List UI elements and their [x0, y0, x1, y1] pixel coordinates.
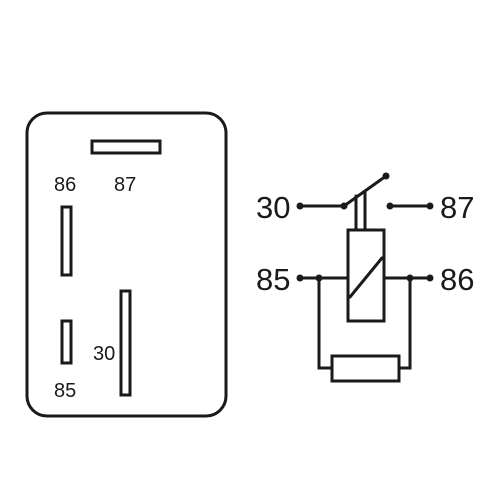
terminal-85-dot	[296, 274, 304, 282]
terminal-86-dot	[426, 274, 434, 282]
contact-87-dot	[386, 202, 394, 210]
coil-box	[346, 228, 386, 323]
terminal-87-label: 87	[440, 190, 474, 225]
pin-30-blade	[119, 289, 132, 397]
terminal-86-label: 86	[440, 262, 474, 297]
pin-85-label: 85	[54, 380, 76, 402]
terminal-87-dot	[426, 202, 434, 210]
terminal-85-label: 85	[256, 262, 290, 297]
relay-schematic	[296, 172, 434, 383]
resistor-loop-left	[317, 276, 334, 370]
pin-87-label: 87	[114, 174, 136, 196]
pin-86-blade	[60, 205, 73, 277]
coil-winding-mark	[348, 256, 384, 299]
pin-85-blade	[60, 319, 73, 365]
terminal-30-dot	[296, 202, 304, 210]
switch-pivot-dot	[340, 202, 348, 210]
junction-85-dot	[315, 274, 323, 282]
relay-housing-outline	[25, 111, 228, 418]
junction-86-dot	[406, 274, 414, 282]
switch-contact-dot	[382, 172, 390, 180]
pin-87-blade	[90, 139, 162, 155]
pin-30-label: 30	[93, 343, 115, 365]
pin-86-label: 86	[54, 174, 76, 196]
resistor-loop-right	[397, 276, 412, 370]
relay-footprint: 86 87 30 85	[25, 111, 228, 418]
resistor-symbol	[330, 354, 401, 383]
terminal-30-label: 30	[256, 190, 290, 225]
